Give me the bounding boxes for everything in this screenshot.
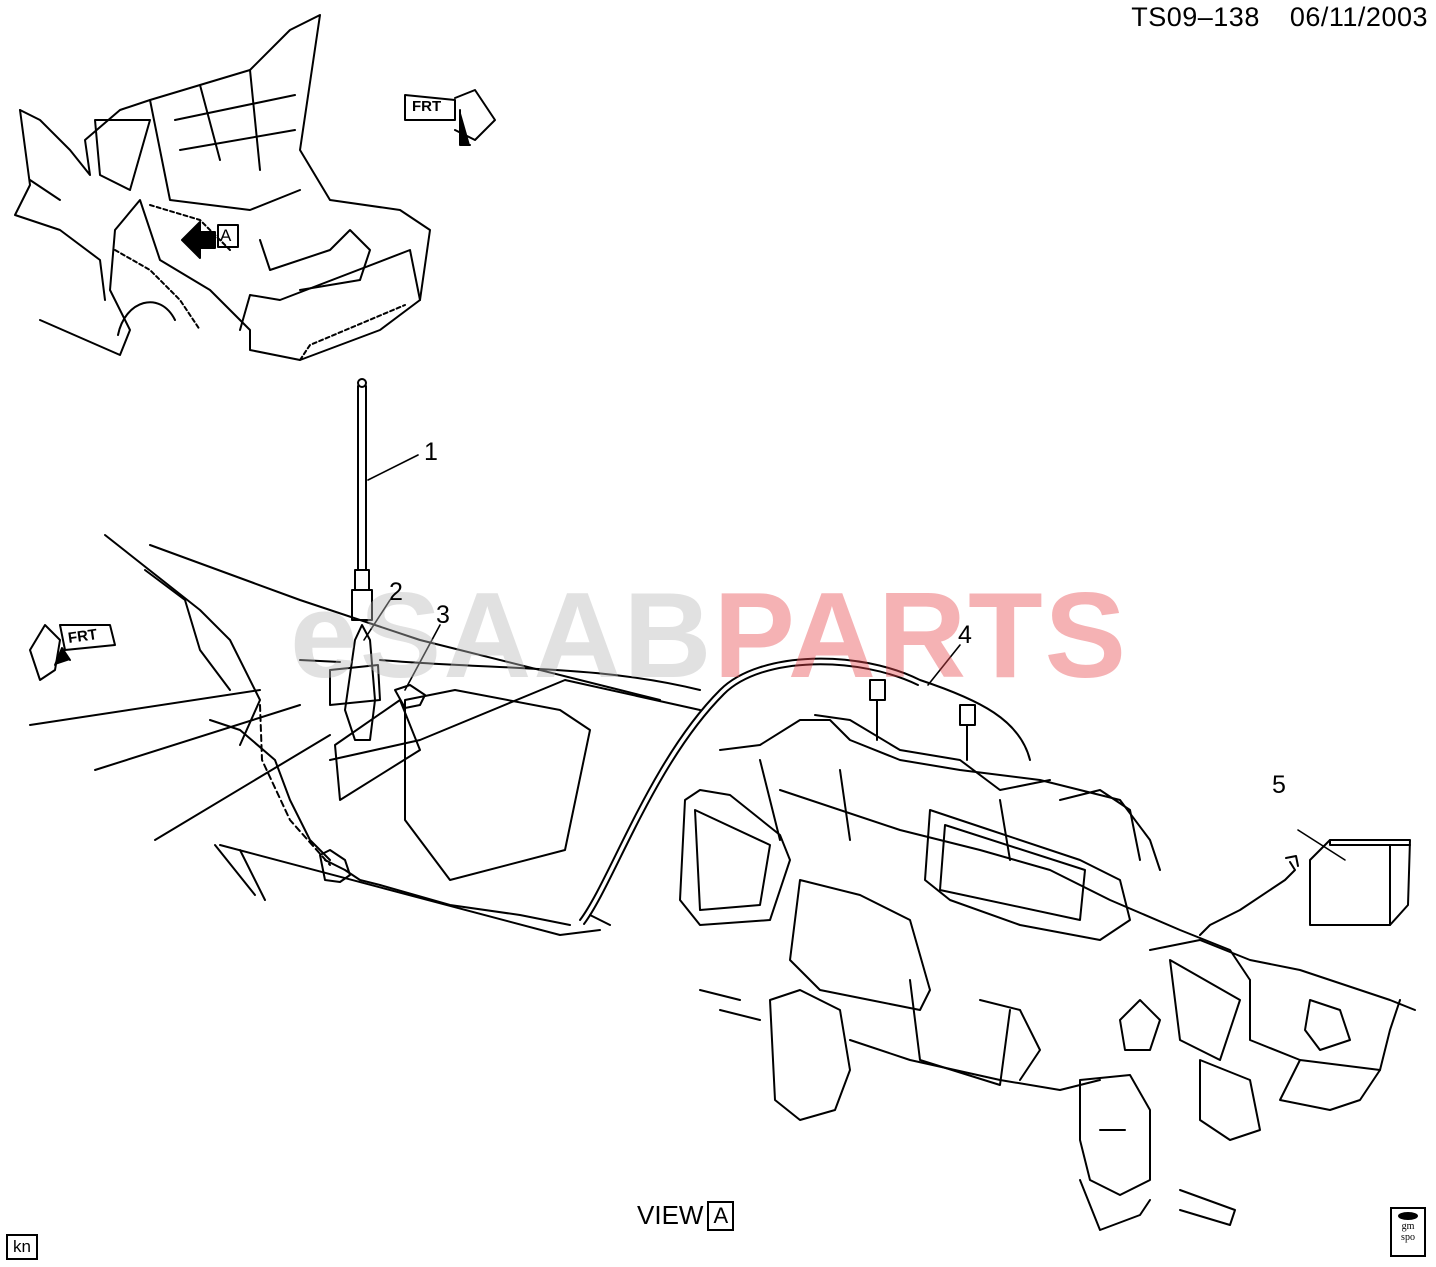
callout-2: 2 (389, 578, 403, 606)
callout-5: 5 (1272, 771, 1286, 799)
view-ref-letter: A (220, 226, 232, 245)
radio-module (1199, 839, 1411, 936)
callout-1: 1 (424, 438, 438, 466)
view-caption: VIEW A (637, 1200, 735, 1231)
logo-line1: gm (1401, 1221, 1415, 1232)
logo-disc (1398, 1212, 1418, 1220)
antenna-cable (319, 657, 1031, 926)
watermark-part1: eSAAB (290, 567, 714, 703)
view-letter: A (707, 1200, 735, 1231)
drawing-code: TS09–138 (1131, 2, 1260, 32)
view-arrow (181, 221, 216, 259)
hvac-module (679, 714, 1416, 1231)
drawing-date: 06/11/2003 (1289, 2, 1428, 32)
callout-4: 4 (958, 621, 972, 649)
drawing-header: TS09–138 06/11/2003 (1131, 2, 1428, 33)
author-tag: kn (6, 1234, 38, 1260)
front-direction-arrow-top (404, 89, 496, 146)
watermark-part2: PARTS (713, 567, 1128, 703)
front-label-top: FRT (412, 98, 442, 115)
fender-panel (29, 534, 701, 936)
front-direction-arrow-left (29, 624, 116, 681)
view-word: VIEW (637, 1200, 704, 1230)
gm-spo-logo: gm spo (1390, 1207, 1426, 1257)
antenna-mast (351, 378, 373, 621)
callout-leaders (363, 454, 1346, 861)
vehicle-front-inset (14, 14, 431, 361)
watermark: eSAABPARTS (290, 565, 1128, 705)
logo-line2: spo (1401, 1232, 1415, 1243)
callout-3: 3 (436, 601, 450, 629)
